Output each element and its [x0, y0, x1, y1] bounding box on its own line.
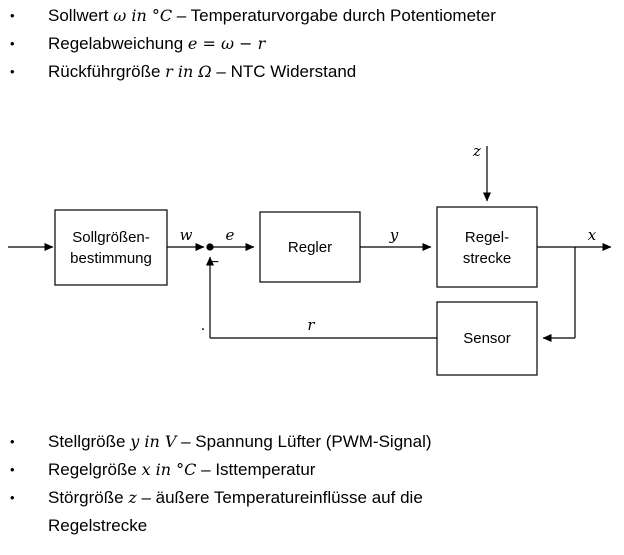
stray-dot: . — [201, 318, 205, 334]
bullet-text: Regelgröße x in °C – Isttemperatur — [48, 456, 624, 484]
bullet-pre: Regelabweichung — [48, 34, 188, 53]
z-label: z — [472, 142, 481, 160]
sensor-block — [436, 301, 538, 376]
bullet-text: Sollwert ω in °C – Temperaturvorgabe dur… — [48, 2, 624, 30]
r-label: r — [307, 316, 315, 334]
sensor-label: Sensor — [463, 330, 511, 347]
e-label: e — [226, 226, 235, 244]
list-item: • Regelgröße x in °C – Isttemperatur — [0, 456, 624, 484]
bullet-icon: • — [10, 462, 15, 477]
bullet-post: – Temperaturvorgabe durch Potentiometer — [172, 6, 496, 25]
bullet-math: r in Ω — [165, 62, 212, 81]
bullet-math: y in V — [130, 432, 177, 451]
plant-label-line1: Regel- — [465, 229, 509, 246]
bullet-text: Störgröße z – äußere Temperatureinflüsse… — [48, 484, 624, 512]
plant-block — [436, 206, 538, 288]
bullet-math: e = ω − r — [187, 34, 266, 53]
bullet-pre: Stellgröße — [48, 432, 131, 451]
bullet-post: – Spannung Lüfter (PWM-Signal) — [176, 432, 432, 451]
bullet-pre: Störgröße — [48, 488, 129, 507]
minus-sign: − — [208, 254, 220, 270]
bullet-pre: Regelgröße — [48, 460, 142, 479]
bullet-pre: Sollwert — [48, 6, 114, 25]
bullet-continuation: Regelstrecke — [48, 516, 148, 535]
bullet-post: – Isttemperatur — [196, 460, 316, 479]
list-item: • Stellgröße y in V – Spannung Lüfter (P… — [0, 428, 624, 456]
list-item: • Rückführgröße r in Ω – NTC Widerstand — [0, 58, 624, 86]
bullet-math: x in °C — [141, 460, 197, 479]
bullet-icon: • — [10, 434, 15, 449]
setpoint-block — [54, 209, 168, 286]
list-item: • Störgröße z – äußere Temperatureinflüs… — [0, 484, 624, 512]
bullet-post: – äußere Temperatureinflüsse auf die — [136, 488, 423, 507]
list-item: • Regelabweichung e = ω − r — [0, 30, 624, 58]
y-label: y — [389, 226, 399, 244]
w-label: w — [180, 226, 193, 244]
bullet-math: ω in °C — [113, 6, 173, 25]
bullet-icon: • — [10, 36, 15, 51]
list-item: • Sollwert ω in °C – Temperaturvorgabe d… — [0, 2, 624, 30]
setpoint-label-line1: Sollgrößen- — [72, 229, 150, 246]
bullet-icon: • — [10, 490, 15, 505]
setpoint-label-line2: bestimmung — [70, 250, 152, 267]
bullet-text: Rückführgröße r in Ω – NTC Widerstand — [48, 58, 624, 86]
controller-block — [259, 211, 361, 283]
bullet-icon: • — [10, 64, 15, 79]
x-label: x — [588, 226, 597, 244]
controller-label: Regler — [288, 239, 332, 256]
bottom-bullet-list: • Stellgröße y in V – Spannung Lüfter (P… — [0, 428, 624, 540]
bullet-math: z — [128, 488, 137, 507]
bullet-pre: Rückführgröße — [48, 62, 166, 81]
bullet-post: – NTC Widerstand — [211, 62, 357, 81]
bullet-text: Regelabweichung e = ω − r — [48, 30, 624, 58]
bullet-icon: • — [10, 8, 15, 23]
bullet-text: Stellgröße y in V – Spannung Lüfter (PWM… — [48, 428, 624, 456]
plant-label-line2: strecke — [463, 250, 511, 267]
top-bullet-list: • Sollwert ω in °C – Temperaturvorgabe d… — [0, 2, 624, 86]
